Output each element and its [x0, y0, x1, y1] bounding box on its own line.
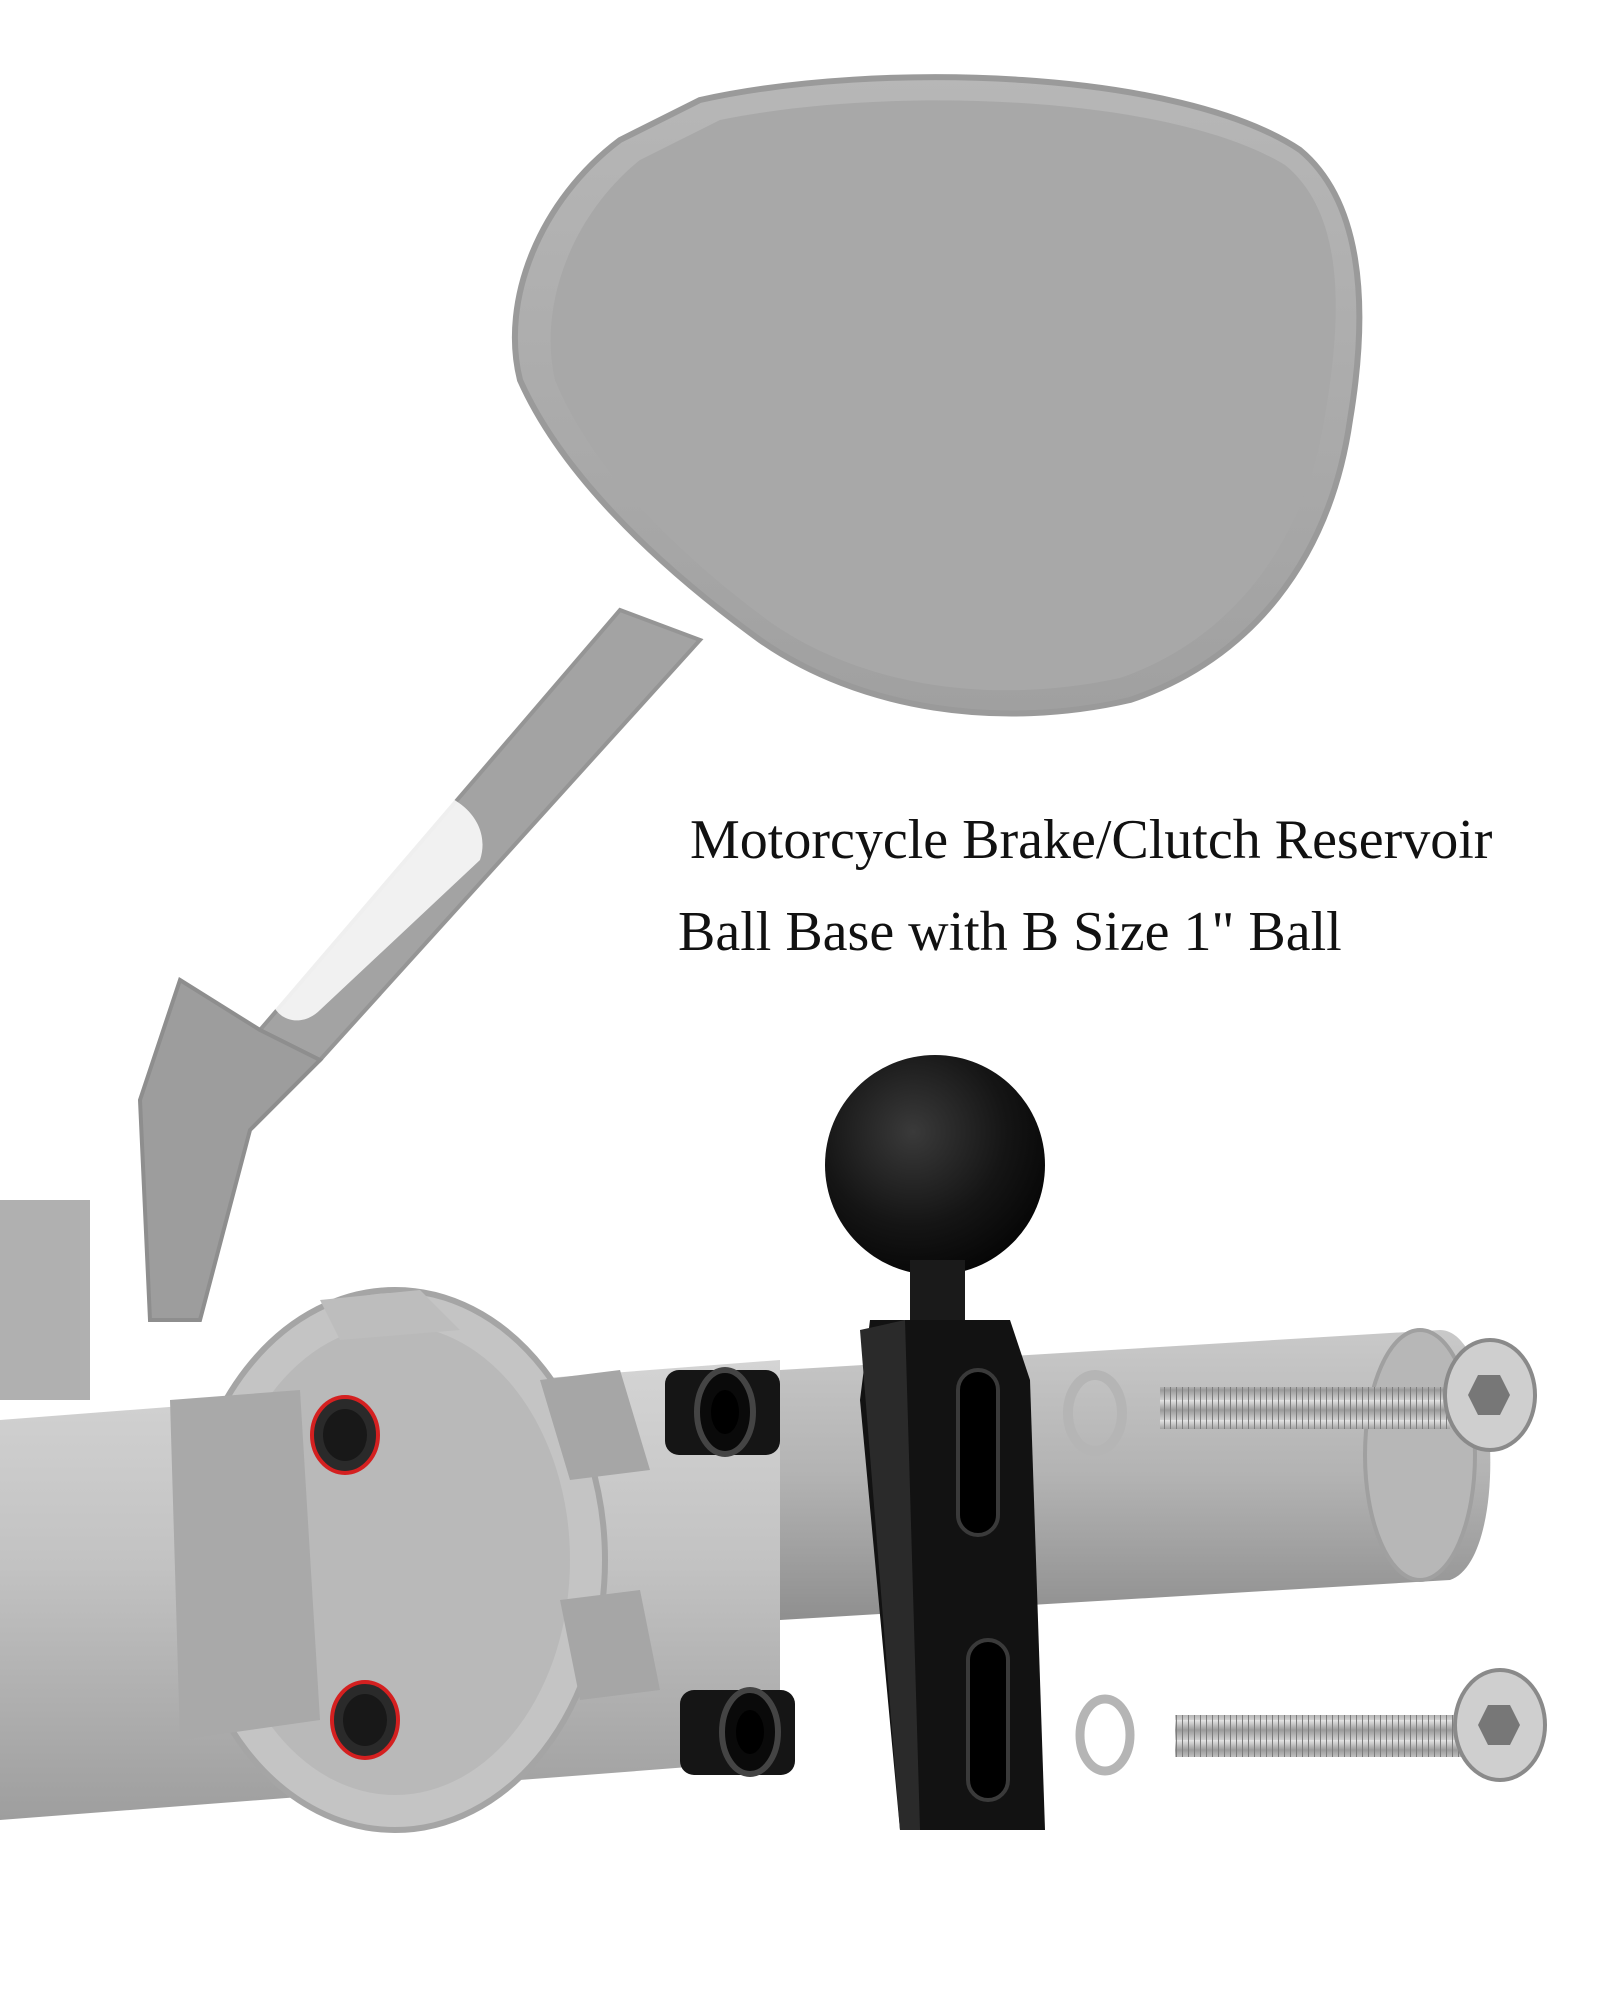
mirror-icon [511, 74, 1363, 717]
ball-mount-icon [825, 1055, 1045, 1830]
bolt-bottom-icon [1175, 1668, 1547, 1782]
handlebar-icon [0, 1200, 780, 1833]
spacer-bottom-icon [680, 1687, 795, 1777]
mirror-arm-icon [137, 607, 704, 1322]
spacer-top-icon [665, 1367, 780, 1457]
clamp-screw-bottom-icon [330, 1680, 400, 1760]
washer-bottom-icon [1075, 1694, 1135, 1776]
bolt-top-icon [1160, 1338, 1537, 1452]
clamp-screw-top-icon [310, 1395, 380, 1475]
washer-top-icon [1063, 1370, 1127, 1456]
